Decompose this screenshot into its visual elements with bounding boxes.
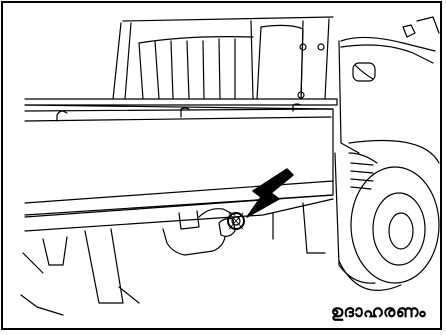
truck-illustration: [3, 3, 442, 330]
figure-frame: ഉദാഹരണം: [1, 1, 442, 330]
figure-caption: ഉദാഹരണം: [331, 302, 426, 322]
